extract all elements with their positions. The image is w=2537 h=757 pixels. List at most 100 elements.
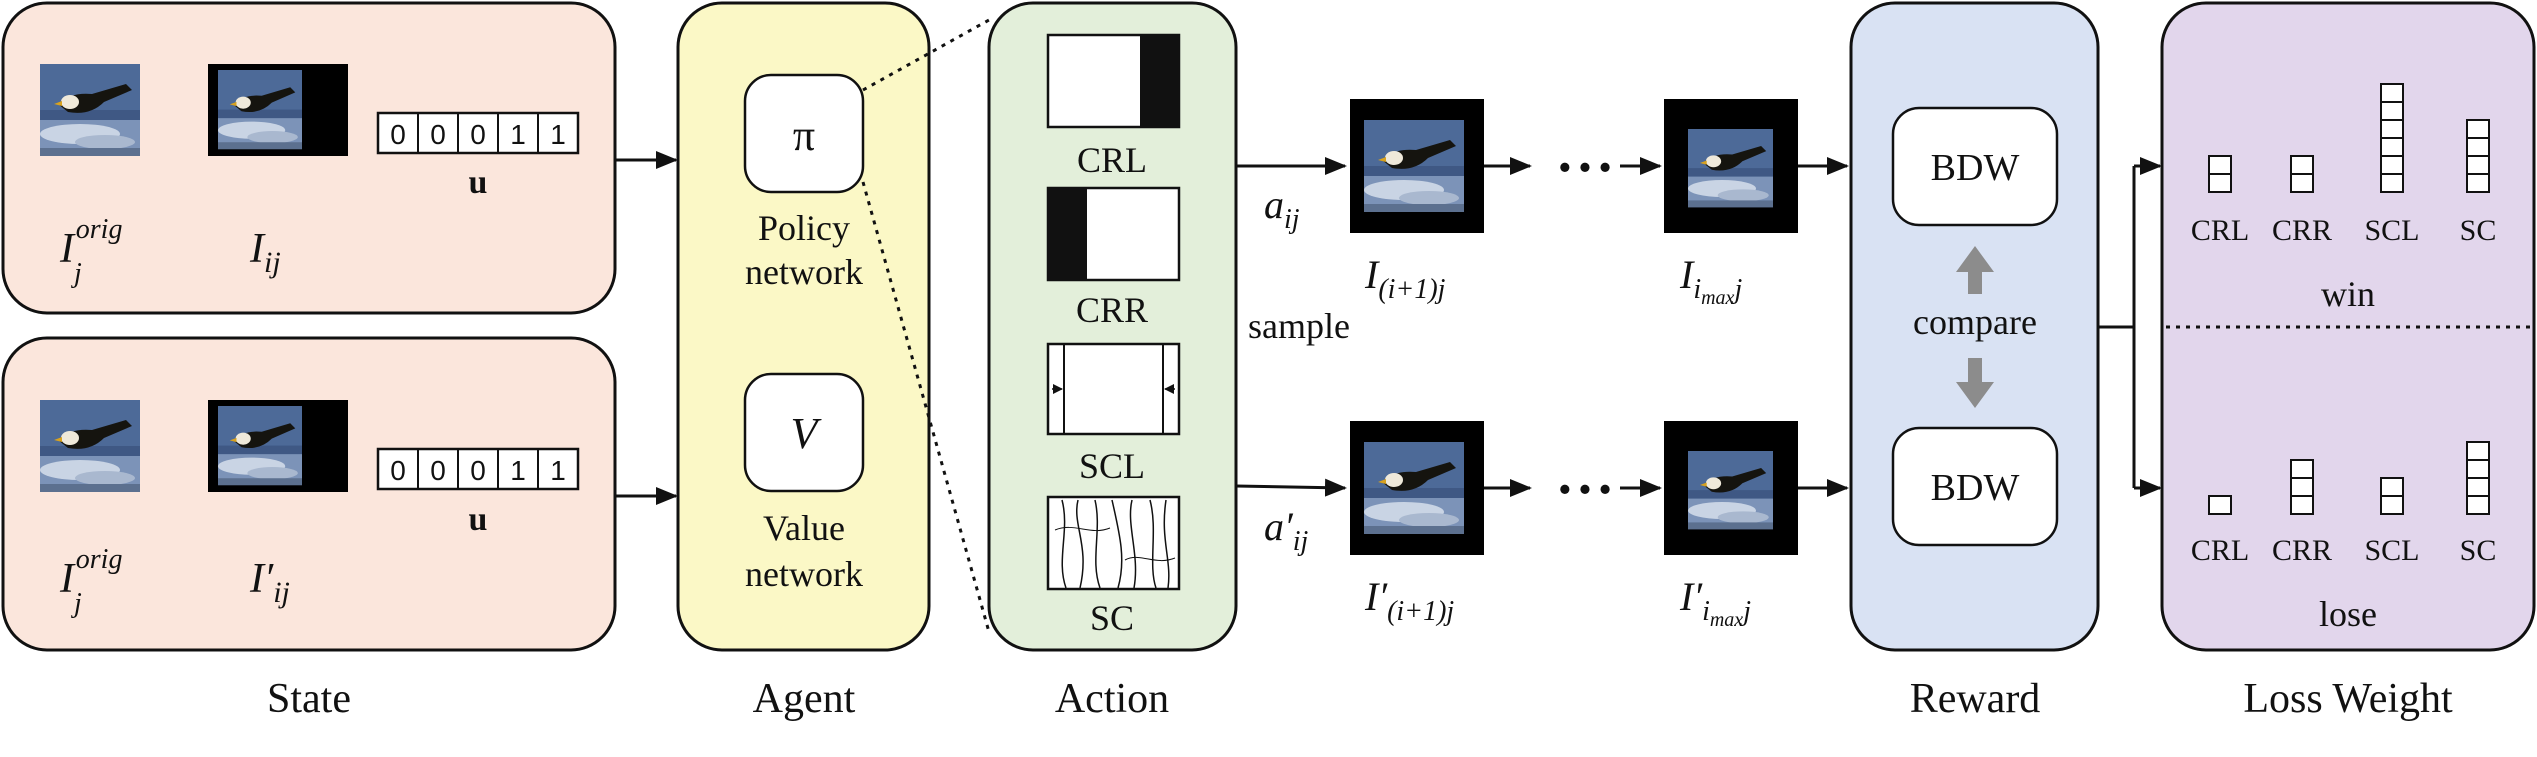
- lose-weights: [2208, 441, 2490, 515]
- win-cat-label: CRR: [2272, 214, 2332, 247]
- section-label-reward: Reward: [1910, 676, 2041, 722]
- final-image-label-top: Iimaxj: [1679, 252, 1742, 309]
- action-crl-label: CRL: [1077, 140, 1147, 180]
- state-row-1-current-image: [208, 64, 348, 156]
- trajectory-bottom: a′ij • • • I′(i+1)j I′imaxj: [1235, 421, 1849, 631]
- compare-arrow-down: [1956, 358, 1994, 408]
- section-label-agent: Agent: [753, 676, 856, 722]
- win-weight-cell: [2380, 83, 2404, 103]
- lose-cat-label: CRR: [2272, 534, 2332, 567]
- vector-cell: 0: [390, 455, 406, 486]
- vector-cell: 0: [390, 119, 406, 150]
- next-image-top: [1350, 99, 1484, 233]
- lose-weight-cell: [2380, 495, 2404, 515]
- action-crr-icon: [1046, 186, 1181, 282]
- section-label-action: Action: [1055, 676, 1169, 722]
- state-row-2-vector: 0 0 0 1 1 u: [376, 447, 580, 538]
- lose-weight-cell: [2290, 495, 2314, 515]
- win-weight-cell: [2380, 173, 2404, 193]
- next-image-label-bottom: I′(i+1)j: [1364, 574, 1454, 627]
- state-row-2-orig-image: [40, 400, 140, 492]
- state-row-1-current-label: Iij: [249, 226, 281, 279]
- reward-to-loss-connector: [2098, 157, 2162, 497]
- win-weight-cell: [2380, 137, 2404, 157]
- vector-cell: 0: [430, 119, 446, 150]
- ellipsis-top: • • •: [1559, 149, 1610, 185]
- arrow-action-to-next-bottom: [1235, 478, 1347, 497]
- lose-cat-label: CRL: [2191, 534, 2249, 567]
- state-row-2-orig-label: Ijorig: [59, 544, 122, 619]
- state-row-1-box: [1, 1, 617, 315]
- bdw-node-top: [1891, 106, 2059, 227]
- agent-box: [676, 1, 931, 652]
- final-image-bottom: [1664, 421, 1798, 555]
- lose-weight-cell: [2290, 459, 2314, 479]
- win-weight-cell: [2466, 137, 2490, 157]
- win-weights: [2208, 83, 2490, 193]
- lose-cat-label: SC: [2460, 534, 2497, 567]
- policy-to-action-dotted-top: [862, 18, 990, 92]
- vector-cell: 1: [510, 455, 526, 486]
- action-crr-label: CRR: [1076, 290, 1148, 330]
- action-label-top: aij: [1264, 182, 1300, 235]
- win-weight-cell: [2208, 155, 2232, 175]
- bdw-label-top: BDW: [1931, 147, 2020, 189]
- sample-label: sample: [1248, 306, 1350, 346]
- win-weight-cell: [2290, 173, 2314, 193]
- vector-cell: 0: [430, 455, 446, 486]
- win-weight-cell: [2208, 173, 2232, 193]
- win-cat-label: SC: [2460, 214, 2497, 247]
- action-sc-label: SC: [1090, 598, 1134, 638]
- win-label: win: [2321, 274, 2375, 314]
- next-image-label-top: I(i+1)j: [1364, 252, 1446, 305]
- trajectory-top: aij • • • I(i+1)j Iimaxj: [1236, 99, 1849, 309]
- section-label-state: State: [267, 676, 351, 722]
- compare-arrow-up: [1956, 246, 1994, 294]
- bdw-node-bottom: [1891, 426, 2059, 547]
- vector-label: u: [469, 164, 488, 201]
- lose-cat-label: SCL: [2364, 534, 2419, 567]
- state-row-1-orig-image: [40, 64, 140, 156]
- next-image-bottom: [1350, 421, 1484, 555]
- win-weight-cell: [2466, 173, 2490, 193]
- win-cat-label: CRL: [2191, 214, 2249, 247]
- state-row-1-vector: 0 0 0 1 1 u: [376, 111, 580, 201]
- action-label-bottom: a′ij: [1264, 504, 1309, 557]
- state-row-2-box: [1, 336, 617, 652]
- reward-panel: BDW BDW compare Reward: [1849, 1, 2100, 722]
- vector-cell: 1: [550, 119, 566, 150]
- action-scl-label: SCL: [1079, 446, 1145, 486]
- lose-weight-cell: [2466, 459, 2490, 479]
- vector-cell: 0: [470, 119, 486, 150]
- compare-label: compare: [1913, 302, 2037, 342]
- section-label-loss-weight: Loss Weight: [2243, 676, 2453, 722]
- action-scl-icon: [1046, 342, 1181, 436]
- state-row-1-orig-label: Ijorig: [59, 214, 122, 289]
- final-image-top: [1664, 99, 1798, 233]
- state-row-2-current-label: I′ij: [249, 556, 290, 609]
- value-symbol: V: [791, 409, 823, 458]
- win-weight-cell: [2290, 155, 2314, 175]
- win-weight-cell: [2380, 119, 2404, 139]
- policy-to-action-dotted-bottom: [861, 181, 991, 633]
- lose-weight-cell: [2466, 495, 2490, 515]
- win-weight-cell: [2466, 119, 2490, 139]
- win-weight-cell: [2380, 101, 2404, 121]
- vector-cell: 0: [470, 455, 486, 486]
- bdw-label-bottom: BDW: [1931, 467, 2020, 509]
- lose-weight-cell: [2290, 477, 2314, 497]
- lose-weight-cell: [2208, 495, 2232, 515]
- win-weight-cell: [2380, 155, 2404, 175]
- lose-weight-cell: [2466, 441, 2490, 461]
- vector-label: u: [469, 501, 488, 538]
- value-network-node: [743, 372, 865, 493]
- win-cat-label: SCL: [2364, 214, 2419, 247]
- lose-weight-cell: [2466, 477, 2490, 497]
- policy-symbol: π: [793, 111, 815, 160]
- lose-label: lose: [2319, 594, 2377, 634]
- policy-network-node: [743, 73, 865, 194]
- action-panel: CRL CRR SCL SC A: [987, 1, 1238, 722]
